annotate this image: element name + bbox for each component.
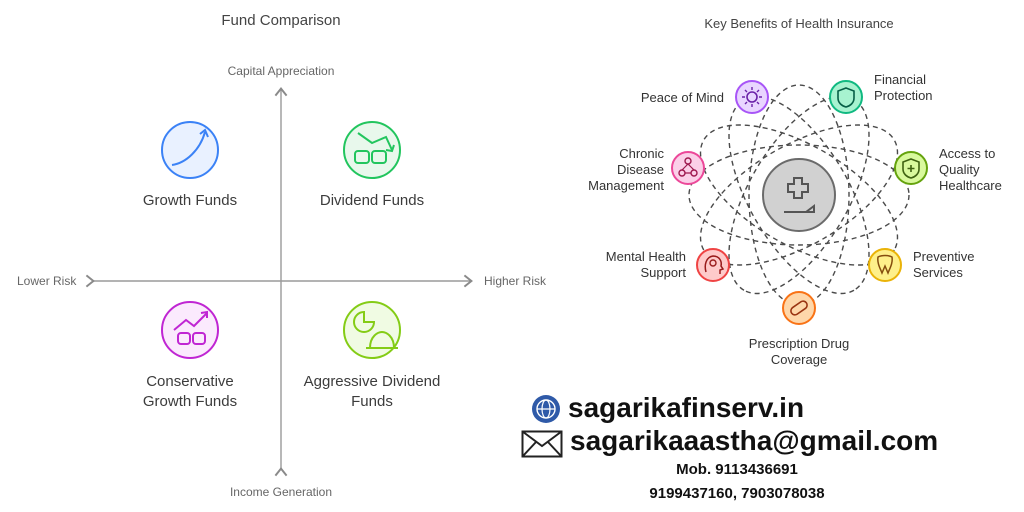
quadrant-axes [85,87,473,477]
benefit-mental-health-support: Mental Health Support [605,249,686,280]
benefit-financial-protection: Financial Protection [874,72,933,103]
envelope-icon [521,430,563,458]
globe-icon [532,395,560,423]
benefit-prescription-drug-coverage: Prescription Drug Coverage [748,336,850,367]
axis-right-label: Higher Risk [484,274,547,288]
chronic-disease-node [671,151,705,185]
quadrant-conservative-growth-funds: Conservative Growth Funds [142,373,238,410]
benefit-access-quality-healthcare: Access to Quality Healthcare [939,146,1002,193]
axis-top-label: Capital Appreciation [227,64,335,78]
money-trend-icon [161,301,219,359]
growth-curve-icon [161,121,219,179]
prescription-drug-node [782,291,816,325]
mental-health-node [696,248,730,282]
fund-comparison-title: Fund Comparison [221,12,341,29]
financial-protection-node [829,80,863,114]
axis-left-label: Lower Risk [17,274,77,288]
medical-kit-icon [762,158,836,232]
phone-numbers: 9199437160, 7903078038 [649,485,825,502]
pie-bell-icon [343,301,401,359]
quadrant-aggressive-dividend-funds: Aggressive Dividend Funds [303,373,441,410]
benefit-peace-of-mind: Peace of Mind [640,90,724,105]
money-arrow-icon [343,121,401,179]
quadrant-growth-funds: Growth Funds [142,192,238,209]
health-insurance-title: Key Benefits of Health Insurance [704,16,894,31]
preventive-services-node [868,248,902,282]
email-link[interactable]: sagarikaaastha@gmail.com [570,425,939,456]
peace-of-mind-node [735,80,769,114]
mobile-number: Mob. 9113436691 [676,461,798,478]
quadrant-dividend-funds: Dividend Funds [319,192,425,209]
website-link[interactable]: sagarikafinserv.in [568,392,805,423]
benefits-orbit-diagram [671,80,928,325]
access-healthcare-node [894,151,928,185]
benefit-preventive-services: Preventive Services [913,249,975,280]
benefit-chronic-disease-management: Chronic Disease Management [588,146,664,193]
axis-bottom-label: Income Generation [229,485,333,499]
